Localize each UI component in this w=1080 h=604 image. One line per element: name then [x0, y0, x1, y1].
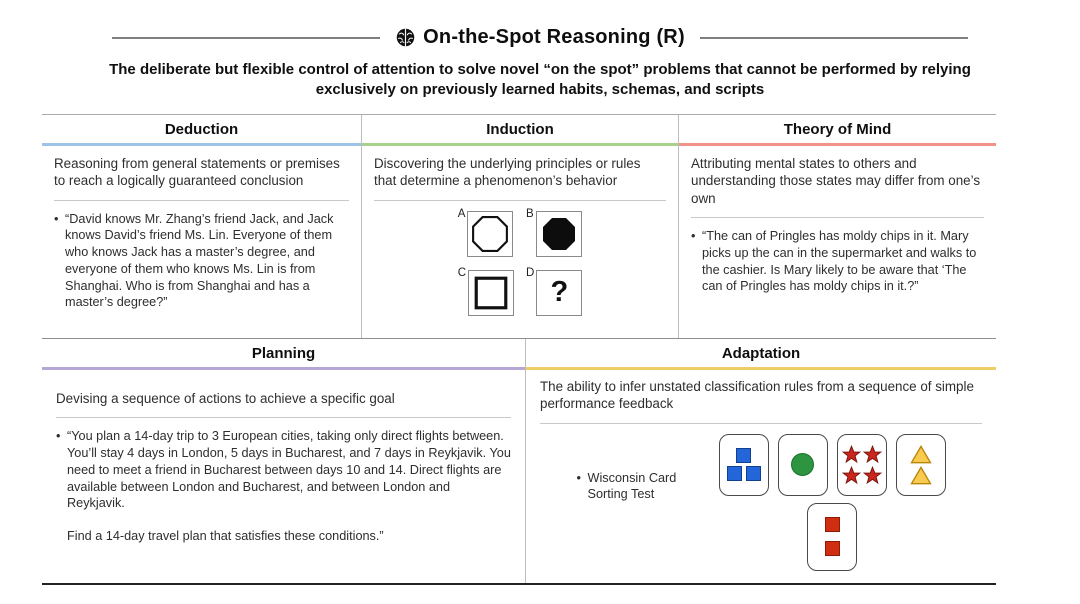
induction-header: Induction [486, 120, 554, 138]
theory-of-mind-body: Attributing mental states to others and … [679, 146, 996, 338]
blue-squares-shapes [726, 448, 761, 482]
figure-title-row: On-the-Spot Reasoning (R) [0, 0, 1080, 49]
planning-body: Devising a sequence of actions to achiev… [42, 370, 525, 557]
theory-of-mind-header: Theory of Mind [783, 120, 892, 138]
brain-icon [396, 28, 415, 47]
yellow-triangles-shapes [909, 444, 932, 485]
induction-cell-a: A [457, 207, 514, 257]
cell-label-b: B [526, 207, 534, 220]
wcst-label-text: Wisconsin Card Sorting Test [587, 470, 677, 502]
blue-square [736, 448, 751, 464]
induction-cell-c: C [457, 266, 514, 316]
adaptation-definition: The ability to infer unstated classifica… [540, 378, 974, 412]
planning-example-paragraph-1: “You plan a 14-day trip to 3 European ci… [67, 429, 511, 511]
induction-divider [374, 199, 666, 201]
red-squares-shapes [824, 517, 840, 557]
deduction-example-text: “David knows Mr. Zhang’s friend Jack, an… [65, 211, 334, 310]
bullet-marker: • [576, 470, 581, 485]
square-outline-shape [468, 269, 514, 316]
red-stars-shapes [841, 444, 882, 485]
adaptation-accent-bar [526, 366, 996, 370]
page-title: On-the-Spot Reasoning (R) [423, 26, 685, 48]
card-one-green-circle [777, 433, 828, 496]
theory-of-mind-divider [691, 217, 984, 219]
induction-cell-b: B [526, 207, 582, 257]
deduction-accent-bar [42, 142, 361, 146]
red-star [841, 465, 861, 484]
planning-example-paragraph-2: Find a 14-day travel plan that satisfies… [67, 529, 384, 544]
bullet-marker: • [691, 229, 696, 244]
top-row: Deduction Reasoning from general stateme… [42, 113, 996, 338]
red-square [824, 541, 840, 557]
red-square [824, 517, 840, 533]
cell-label-c: C [457, 266, 466, 279]
theory-of-mind-definition: Attributing mental states to others and … [691, 155, 981, 206]
title-wrap: On-the-Spot Reasoning (R) [395, 26, 685, 49]
red-star [841, 444, 861, 463]
card-two-yellow-triangles [895, 433, 946, 496]
deduction-example: • “David knows Mr. Zhang’s friend Jack, … [54, 211, 349, 312]
card-three-blue-squares [718, 433, 769, 496]
theory-of-mind-example-text: “The can of Pringles has moldy chips in … [702, 229, 977, 294]
question-mark-text: ? [550, 276, 569, 309]
induction-body: Discovering the underlying principles or… [362, 146, 678, 338]
planning-example: • “You plan a 14-day trip to 3 European … [56, 428, 511, 545]
card-two-red-squares [807, 502, 857, 571]
deduction-definition: Reasoning from general statements or pre… [54, 155, 340, 189]
bullet-marker: • [54, 211, 59, 226]
deduction-header: Deduction [164, 120, 239, 138]
wcst-cards [718, 433, 946, 571]
bottom-row: Planning Devising a sequence of actions … [42, 337, 996, 585]
planning-header: Planning [251, 344, 316, 362]
wcst-figure: • Wisconsin Card Sorting Test [540, 433, 982, 571]
deduction-divider [54, 199, 349, 201]
red-star [862, 444, 882, 463]
cell-label-d: D [526, 266, 535, 279]
octagon-outline-shape [467, 210, 514, 257]
planning-divider [56, 417, 511, 419]
theory-of-mind-accent-bar [679, 142, 996, 146]
adaptation-body: The ability to infer unstated classifica… [526, 370, 996, 583]
adaptation-header: Adaptation [721, 344, 801, 362]
induction-accent-bar [362, 142, 678, 146]
figure-subtitle: The deliberate but flexible control of a… [109, 61, 971, 99]
theory-of-mind-example: • “The can of Pringles has moldy chips i… [691, 228, 984, 295]
deduction-column: Deduction Reasoning from general stateme… [42, 114, 362, 338]
cell-label-a: A [457, 207, 466, 220]
planning-accent-bar [42, 366, 525, 370]
planning-example-text: “You plan a 14-day trip to 3 European ci… [67, 428, 511, 545]
title-rule-left [112, 36, 381, 39]
card-four-red-stars [836, 433, 887, 496]
planning-column: Planning Devising a sequence of actions … [42, 338, 526, 583]
induction-column: Induction Discovering the underlying pri… [362, 114, 679, 338]
blue-square [745, 466, 761, 482]
induction-definition: Discovering the underlying principles or… [374, 155, 641, 189]
title-rule-right [699, 36, 968, 39]
planning-definition: Devising a sequence of actions to achiev… [56, 390, 395, 406]
blue-square [726, 466, 742, 482]
yellow-triangle [909, 444, 932, 463]
yellow-triangle [909, 465, 932, 484]
bullet-marker: • [56, 429, 61, 444]
theory-of-mind-column: Theory of Mind Attributing mental states… [679, 115, 996, 338]
adaptation-divider [540, 422, 982, 424]
octagon-filled-shape [535, 210, 582, 257]
wcst-response-row [807, 502, 857, 571]
green-circle [791, 453, 814, 477]
deduction-body: Reasoning from general statements or pre… [42, 146, 361, 338]
induction-figure: A B C [374, 207, 666, 316]
question-mark-shape: ? [536, 269, 583, 316]
induction-cell-d: D ? [526, 266, 583, 316]
wcst-stimulus-row [718, 433, 946, 496]
adaptation-column: Adaptation The ability to infer unstated… [526, 339, 996, 583]
wcst-label: • Wisconsin Card Sorting Test [577, 470, 699, 571]
reasoning-taxonomy-table: Deduction Reasoning from general stateme… [42, 113, 996, 585]
red-star [862, 465, 882, 484]
